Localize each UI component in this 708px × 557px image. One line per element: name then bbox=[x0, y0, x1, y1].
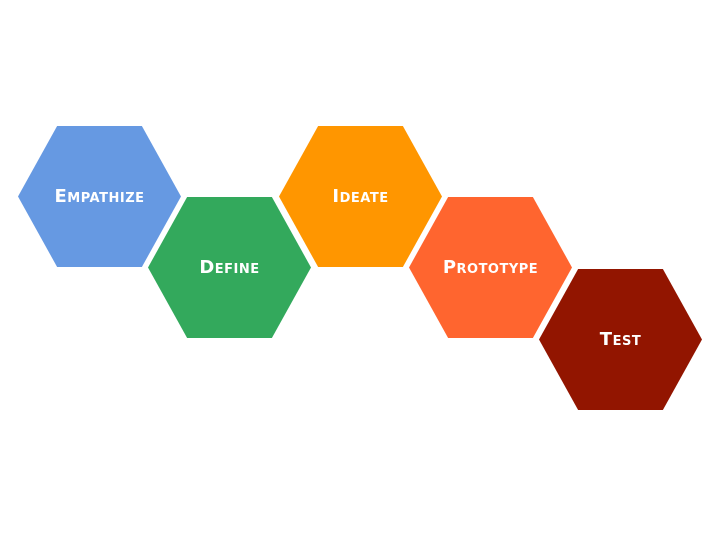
stage-prototype-label: Prototype bbox=[442, 256, 539, 278]
stage-ideate-label: Ideate bbox=[332, 185, 389, 207]
stage-empathize-label: Empathize bbox=[54, 185, 145, 207]
stage-define-hexagon: Define bbox=[148, 197, 311, 338]
stage-ideate-hexagon: Ideate bbox=[279, 126, 442, 267]
stage-empathize-hexagon: Empathize bbox=[18, 126, 181, 267]
stage-test-hexagon: Test bbox=[539, 269, 702, 410]
stage-prototype-hexagon: Prototype bbox=[409, 197, 572, 338]
stage-define-label: Define bbox=[199, 256, 260, 278]
stage-test-label: Test bbox=[599, 328, 642, 350]
